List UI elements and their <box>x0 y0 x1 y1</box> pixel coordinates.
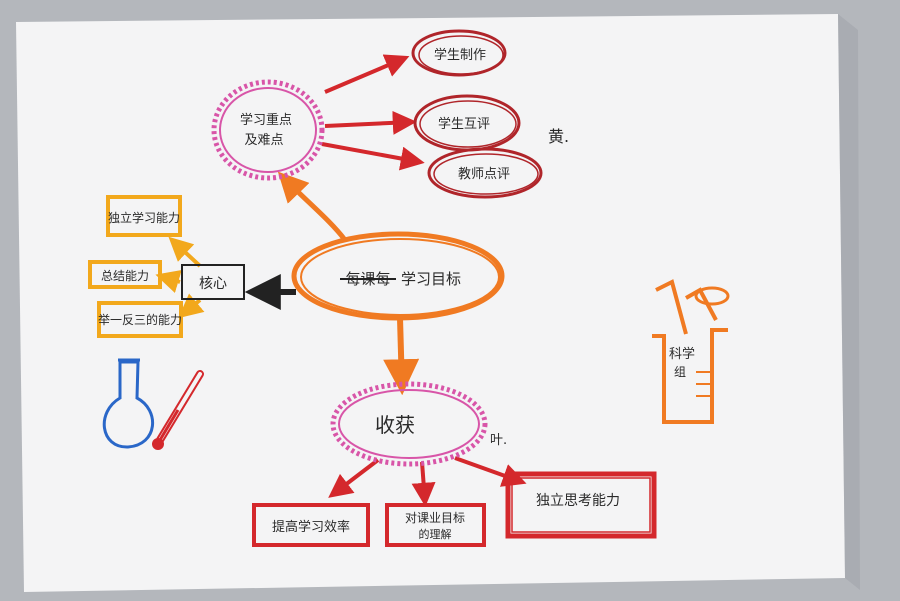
core-child-1-label: 独立学习能力 <box>108 210 180 225</box>
harvest-child-2: 对课业目标 的理解 <box>385 503 486 547</box>
core-child-3: 举一反三的能力 <box>97 301 183 338</box>
top-node-line-1: 学习重点 <box>240 112 292 128</box>
top-signature-note: 黄. <box>548 127 569 146</box>
harvest-note: 叶. <box>490 433 507 448</box>
harvest-label: 收获 <box>375 413 415 437</box>
thermometer-illustration <box>152 370 204 450</box>
arrow-core-to-child-3 <box>178 293 205 319</box>
beaker-label-line-2: 组 <box>674 365 686 379</box>
top-child-3-label: 教师点评 <box>458 166 510 182</box>
arrow-core-to-child-2 <box>155 270 182 294</box>
harvest-child-2-line-2: 的理解 <box>419 527 452 541</box>
arrow-top-to-child-1 <box>324 54 410 94</box>
arrow-top-to-child-3 <box>321 142 425 171</box>
arrow-harvest-to-child-1 <box>328 458 380 498</box>
flask-illustration <box>102 358 154 449</box>
top-node: 学习重点 及难点 <box>211 79 325 181</box>
harvest-child-1-label: 提高学习效率 <box>272 519 350 535</box>
core-child-3-label: 举一反三的能力 <box>98 312 182 327</box>
beaker-illustration: 科学 组 <box>652 279 730 424</box>
arrow-center-to-harvest <box>383 317 420 396</box>
harvest-node: 收获 <box>330 381 488 467</box>
core-child-1: 独立学习能力 <box>106 195 182 237</box>
paper-sheet <box>16 14 845 592</box>
harvest-child-3: 独立思考能力 <box>505 471 657 539</box>
arrow-center-to-top <box>277 171 347 242</box>
arrow-top-to-child-2 <box>324 110 417 135</box>
harvest-child-1: 提高学习效率 <box>252 503 370 547</box>
arrow-harvest-to-child-2 <box>411 461 436 507</box>
paper-shadow <box>838 14 860 590</box>
top-node-line-2: 及难点 <box>244 133 283 148</box>
top-child-1-label: 学生制作 <box>434 47 486 63</box>
center-node: 每课每 学习目标 <box>291 231 505 321</box>
top-child-3: 教师点评 <box>427 147 543 199</box>
core-child-2-label: 总结能力 <box>101 269 149 283</box>
core-label: 核心 <box>199 276 227 292</box>
center-label: 学习目标 <box>401 270 461 288</box>
harvest-child-3-label: 独立思考能力 <box>536 493 620 509</box>
connectors <box>155 54 527 507</box>
core-child-2: 总结能力 <box>88 260 162 289</box>
arrow-harvest-to-child-3 <box>454 456 527 487</box>
harvest-child-2-line-1: 对课业目标 <box>405 511 465 525</box>
beaker-label-line-1: 科学 <box>669 346 695 362</box>
arrow-core-to-child-1 <box>168 236 202 268</box>
top-child-1: 学生制作 <box>411 29 507 77</box>
top-child-2-label: 学生互评 <box>438 116 490 132</box>
core-node: 核心 <box>181 264 245 300</box>
